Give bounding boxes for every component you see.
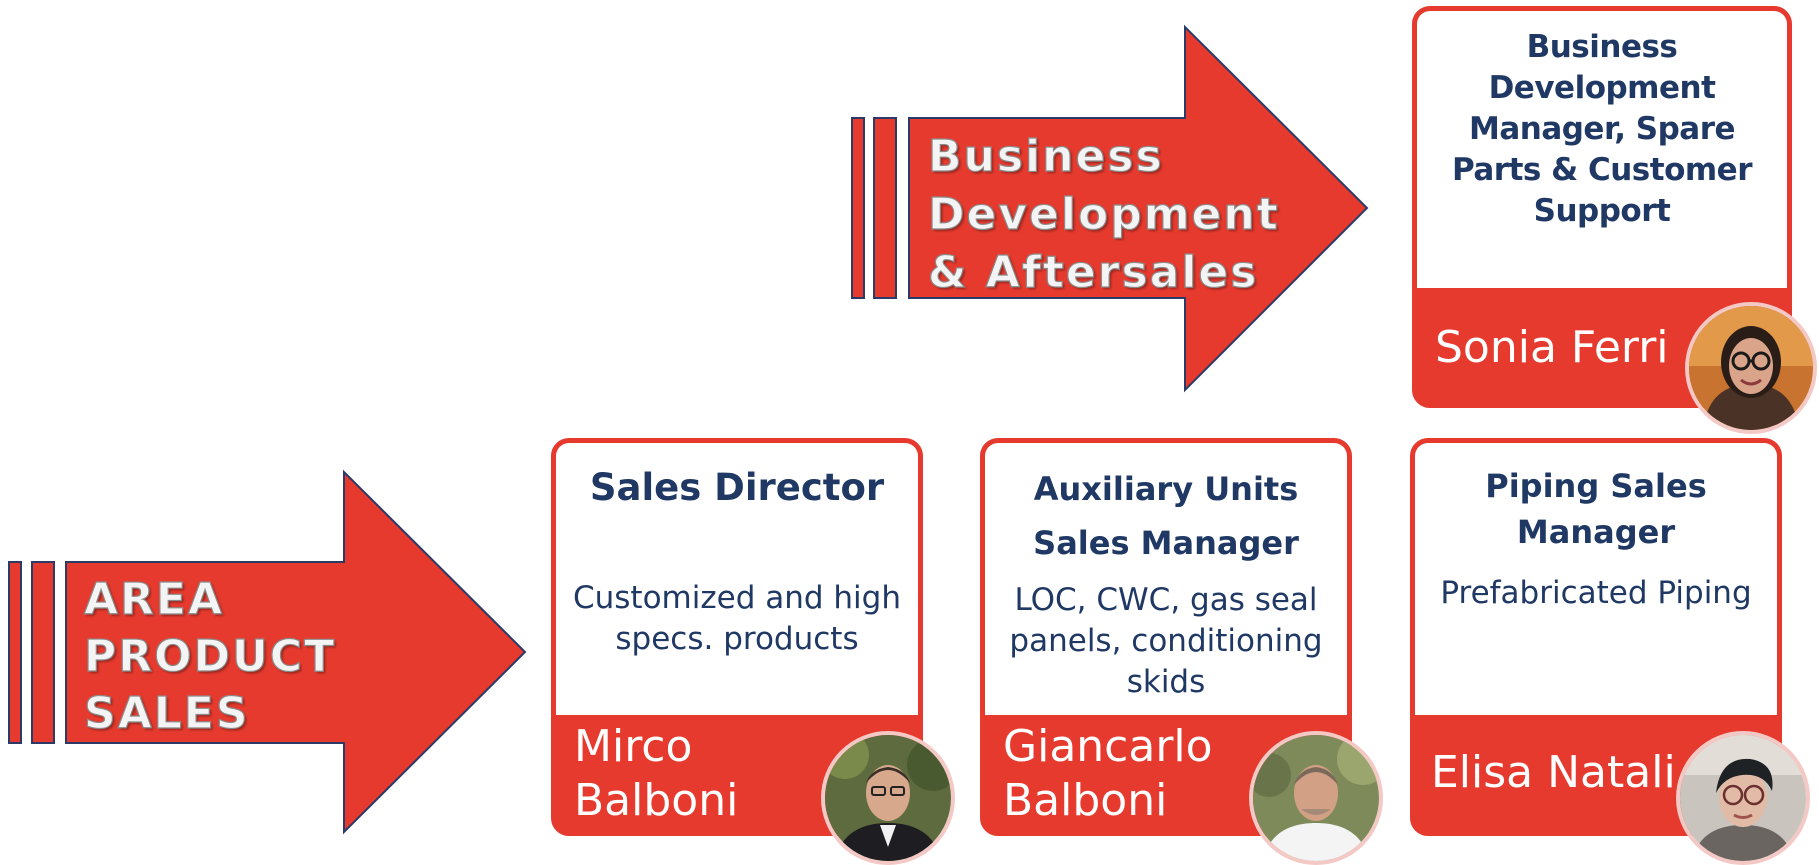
- sales-director-title: Sales Director: [589, 466, 885, 509]
- piping-sales-description: Prefabricated Piping: [1440, 575, 1752, 611]
- sales-director-name: Mirco Balboni: [574, 721, 739, 826]
- piping-sales-title: Piping Sales Manager: [1485, 467, 1707, 551]
- sales-director-description: Customized and high specs. products: [572, 580, 901, 657]
- person-photo-icon: [825, 735, 951, 861]
- auxiliary-units-title: Auxiliary Units Sales Manager: [1033, 470, 1299, 562]
- giancarlo-balboni-avatar: [1249, 731, 1383, 865]
- auxiliary-units-name: Giancarlo Balboni: [1003, 721, 1213, 826]
- bd-manager-card: Business Development Manager, Spare Part…: [1412, 6, 1792, 408]
- person-photo-icon: [1680, 735, 1806, 861]
- auxiliary-units-description: LOC, CWC, gas seal panels, conditioning …: [1009, 582, 1323, 700]
- person-photo-icon: [1253, 735, 1379, 861]
- area-product-sales-arrow: AREA PRODUCT SALES: [8, 469, 528, 835]
- elisa-natali-avatar: [1676, 731, 1810, 865]
- business-development-arrow: Business Development & Aftersales: [850, 24, 1370, 395]
- bd-manager-title: Business Development Manager, Spare Part…: [1452, 29, 1753, 229]
- mirco-balboni-avatar: [821, 731, 955, 865]
- piping-sales-card: Piping Sales Manager Prefabricated Pipin…: [1410, 438, 1782, 836]
- piping-sales-name: Elisa Natali: [1431, 747, 1676, 798]
- sales-director-card: Sales Director Customized and high specs…: [551, 438, 923, 836]
- arrow-shape-icon: [851, 24, 1369, 393]
- bd-manager-name: Sonia Ferri: [1435, 322, 1669, 373]
- arrow-shape-icon: [8, 469, 527, 835]
- person-photo-icon: [1689, 306, 1813, 430]
- sonia-ferri-avatar: [1685, 302, 1817, 434]
- area-product-sales-label: AREA PRODUCT SALES: [83, 573, 337, 739]
- business-development-label: Business Development & Aftersales: [927, 130, 1280, 298]
